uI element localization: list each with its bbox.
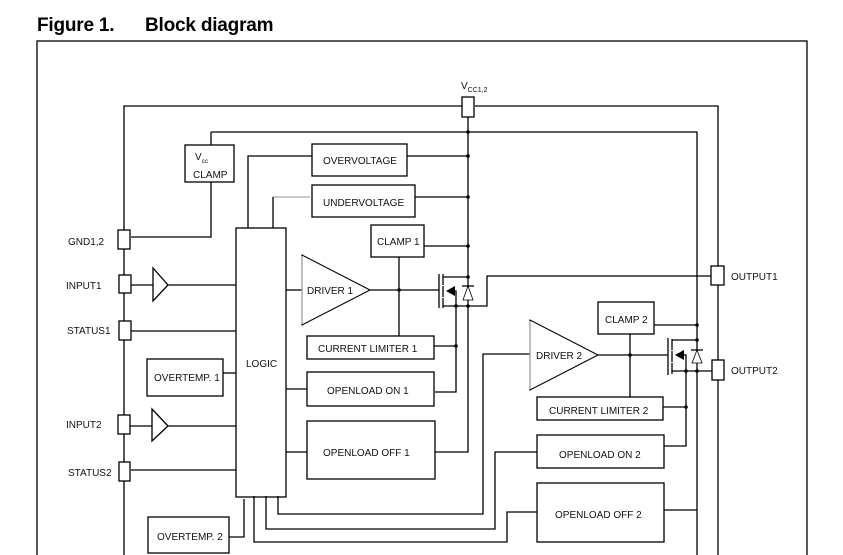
openload-off2-block: OPENLOAD OFF 2 [536,482,697,543]
status1-pin: STATUS1 [67,320,236,341]
clamp1-block: CLAMP 1 [370,224,470,336]
input1-buffer-icon [152,266,169,303]
svg-text:OVERTEMP. 1: OVERTEMP. 1 [154,373,220,384]
svg-text:OPENLOAD ON 2: OPENLOAD ON 2 [559,450,641,461]
svg-text:OVERTEMP. 2: OVERTEMP. 2 [157,532,223,543]
input2-pin: INPUT2 [66,407,236,443]
svg-text:STATUS2: STATUS2 [68,468,112,479]
svg-text:INPUT2: INPUT2 [66,420,102,431]
driver1-block: DRIVER 1 [286,254,439,326]
svg-text:OPENLOAD OFF 1: OPENLOAD OFF 1 [323,448,410,459]
input2-buffer-icon [151,407,169,443]
openload-on2-block: OPENLOAD ON 2 [536,434,665,469]
svg-text:OPENLOAD ON 1: OPENLOAD ON 1 [327,386,409,397]
logic-block: LOGIC [235,227,287,498]
svg-text:INPUT1: INPUT1 [66,281,102,292]
svg-text:UNDERVOLTAGE: UNDERVOLTAGE [323,198,404,209]
svg-text:OPENLOAD OFF 2: OPENLOAD OFF 2 [555,510,642,521]
svg-text:LOGIC: LOGIC [246,359,277,370]
svg-text:CURRENT LIMITER 1: CURRENT LIMITER 1 [318,344,418,355]
vcc-pin-label: VCC1,2 [461,81,488,94]
undervoltage-block: UNDERVOLTAGE [272,184,470,228]
status2-pin: STATUS2 [68,461,236,482]
output2-pin: OUTPUT2 [711,359,778,381]
svg-text:CLAMP: CLAMP [193,170,228,181]
current-limiter1-block: CURRENT LIMITER 1 [306,306,458,393]
input1-pin: INPUT1 [66,266,236,303]
svg-text:DRIVER 2: DRIVER 2 [536,351,583,362]
overtemp1-block: OVERTEMP. 1 [146,358,236,397]
svg-text:GND1,2: GND1,2 [68,237,105,248]
svg-text:CLAMP 1: CLAMP 1 [377,237,420,248]
wire-driver2 [277,353,537,515]
svg-text:OUTPUT1: OUTPUT1 [731,272,778,283]
clamp2-block: CLAMP 2 [597,301,699,335]
svg-text:CURRENT LIMITER 2: CURRENT LIMITER 2 [549,406,649,417]
svg-text:OUTPUT2: OUTPUT2 [731,366,778,377]
svg-text:OVERVOLTAGE: OVERVOLTAGE [323,156,397,167]
vcc-outer-bus [123,105,719,555]
openload-on1-block: OPENLOAD ON 1 [286,371,435,407]
current-limiter2-block: CURRENT LIMITER 2 [536,396,686,421]
vcc-clamp-block: Vcc CLAMP [131,132,235,238]
svg-text:CLAMP 2: CLAMP 2 [605,315,648,326]
mosfet2-icon [664,338,712,447]
vcc-clamp-label: Vcc [195,152,209,165]
svg-text:DRIVER 1: DRIVER 1 [307,286,354,297]
gnd-pin: GND1,2 [68,229,131,250]
diagram-frame [36,40,808,555]
vcc-inner-bus [211,131,698,555]
figure-number: Figure 1. [37,15,115,36]
openload-off1-block: OPENLOAD OFF 1 [286,306,469,480]
overtemp2-block: OVERTEMP. 2 [147,499,245,554]
vcc-pin: VCC1,2 [461,81,488,118]
figure-title: Figure 1. Block diagram [37,15,274,37]
output1-pin: OUTPUT1 [710,265,778,286]
driver2-block: DRIVER 2 [529,319,668,397]
svg-text:STATUS1: STATUS1 [67,326,111,337]
mosfet1-icon [438,274,711,308]
figure-caption: Block diagram [145,15,274,36]
wire-openload-on2 [265,451,537,530]
overvoltage-block: OVERVOLTAGE [247,143,470,228]
wire-openload-off2 [253,496,537,543]
